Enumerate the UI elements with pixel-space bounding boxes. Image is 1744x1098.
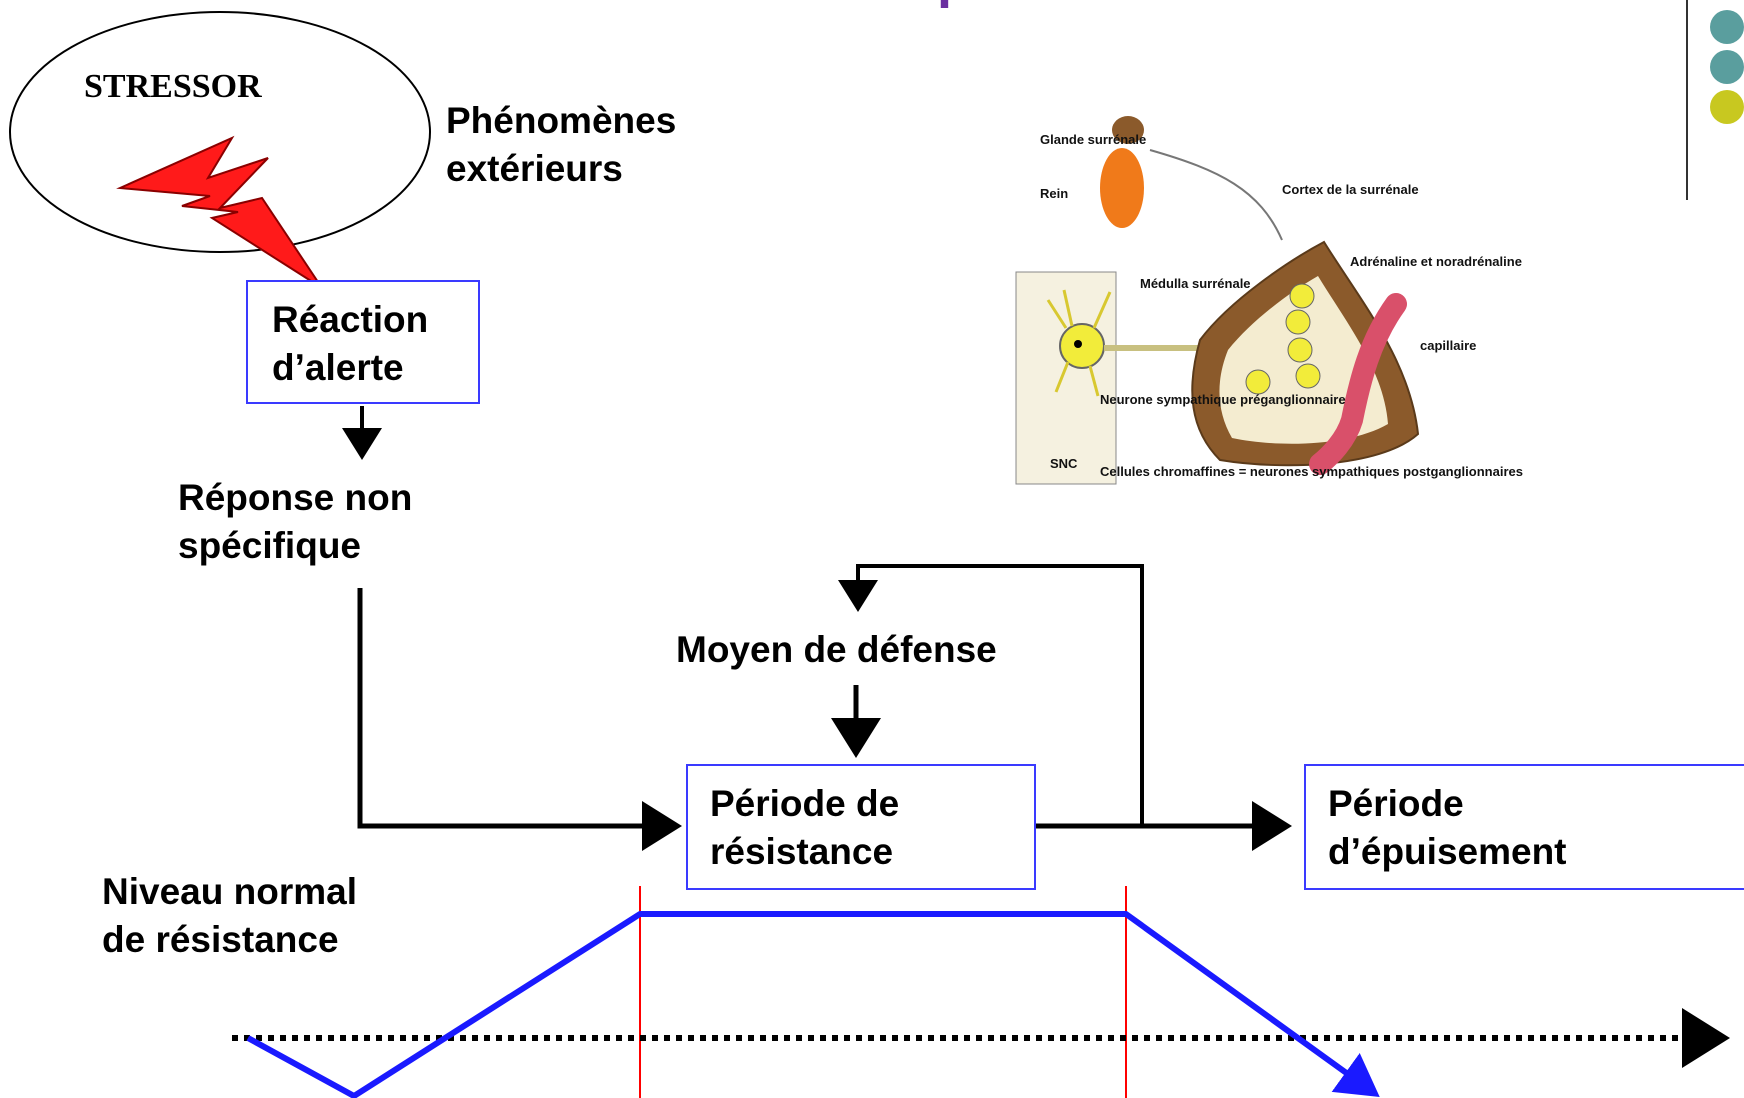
cortex-label: Cortex de la surrénale [1282, 182, 1419, 197]
arrow-response-to-resistance [357, 588, 682, 851]
alert-reaction-box: Réaction d’alerte [246, 280, 480, 404]
capillary [1309, 293, 1407, 475]
cells-label: Cellules chromaffines = neurones sympath… [1100, 464, 1523, 479]
gland-label: Glande surrénale [1040, 132, 1146, 147]
corner-divider [1686, 0, 1688, 200]
slide-title: De la réaction d'alarme à l'épuisement [230, 0, 1530, 38]
accent-dot-2 [1710, 50, 1744, 84]
feedback-loop-arrow [838, 564, 1144, 826]
external-phenomena-label: Phénomènes extérieurs [446, 100, 677, 189]
non-specific-response-label: Réponse non spécifique [178, 477, 413, 566]
accent-dot-1 [1710, 10, 1744, 44]
normal-resistance-label: Niveau normal de résistance [102, 871, 357, 960]
defense-label: Moyen de défense [676, 629, 997, 670]
hormones-label: Adrénaline et noradrénaline [1350, 254, 1522, 269]
accent-dot-3 [1710, 90, 1744, 124]
lightning-bolt-icon [116, 135, 323, 289]
snc-label: SNC [1050, 456, 1078, 471]
neuron-body [1059, 323, 1105, 369]
neuron-label: Neurone sympathique préganglionnaire [1100, 392, 1346, 407]
resistance-curve [246, 911, 1380, 1098]
stressor-bubble [9, 11, 431, 253]
resistance-period-box: Période de résistance [686, 764, 1036, 890]
snc-panel [1015, 271, 1117, 485]
medulla-label: Médulla surrénale [1140, 276, 1251, 291]
exhaustion-period-box: Période d’épuisement [1304, 764, 1744, 890]
adrenal-illustration: SNC Glande surrénale Rein Cortex de la s… [1015, 116, 1523, 485]
kidney-label: Rein [1040, 186, 1068, 201]
kidney [1100, 148, 1144, 228]
capillary-label: capillaire [1420, 338, 1476, 353]
stressor-label: STRESSOR [84, 68, 262, 105]
